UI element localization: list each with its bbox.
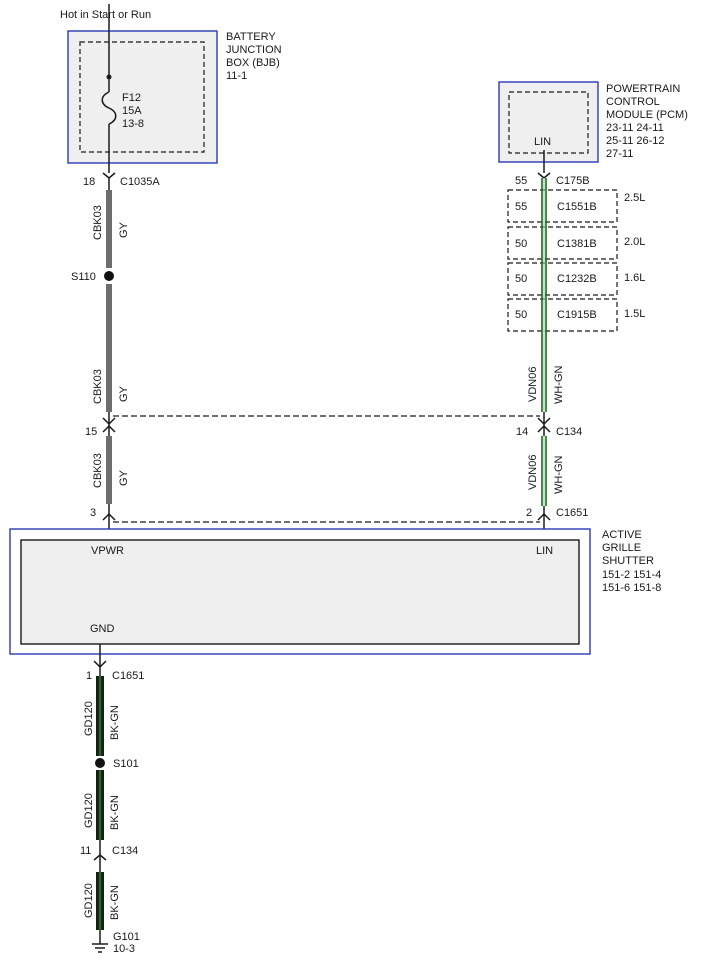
shutter-pin-vpwr: VPWR bbox=[91, 545, 124, 557]
c1651-lin-name: C1651 bbox=[556, 507, 588, 519]
power-note: Hot in Start or Run bbox=[60, 9, 151, 21]
connector-c1035a-icon bbox=[102, 172, 116, 179]
engine-option-pin: 50 bbox=[515, 238, 527, 250]
wire-lin-1-color: WH-GN bbox=[553, 365, 565, 404]
wire-power-1-circuit: CBK03 bbox=[92, 205, 104, 240]
splice-s101-label: S101 bbox=[113, 758, 139, 770]
c175b-pin: 55 bbox=[515, 175, 527, 187]
wire-ground-2-circuit: GD120 bbox=[83, 793, 95, 828]
connector-c1651-vpwr-icon bbox=[102, 512, 116, 521]
splice-s110-icon bbox=[104, 271, 114, 281]
wire-power-2 bbox=[106, 284, 112, 412]
bjb-title-line-1: BATTERY bbox=[226, 31, 276, 43]
engine-option-connector: C1381B bbox=[557, 238, 597, 250]
fuse-icon bbox=[101, 91, 117, 125]
c134-right-name: C134 bbox=[556, 426, 582, 438]
wire-power-3-circuit: CBK03 bbox=[92, 453, 104, 488]
wire-power-1 bbox=[106, 190, 112, 268]
shutter-pin-lin: LIN bbox=[536, 545, 553, 557]
engine-option-engine: 1.5L bbox=[624, 308, 645, 320]
wire-ground-1-color: BK-GN bbox=[109, 705, 121, 740]
c1651-vpwr-pin: 3 bbox=[90, 507, 96, 519]
engine-option-connector: C1551B bbox=[557, 201, 597, 213]
wire-ground-2-color: BK-GN bbox=[109, 795, 121, 830]
ground-id: G101 bbox=[113, 931, 140, 943]
c134-gnd-name: C134 bbox=[112, 845, 138, 857]
wire-power-3 bbox=[106, 436, 112, 504]
shutter-title-line-1: ACTIVE bbox=[602, 529, 642, 541]
wire-ground-3 bbox=[96, 872, 104, 930]
wire-ground-2 bbox=[96, 770, 104, 840]
pcm-title-line-2: CONTROL bbox=[606, 96, 660, 108]
fuse-id: F12 bbox=[122, 92, 141, 104]
bjb-title-line-3: BOX (BJB) bbox=[226, 57, 280, 69]
c1035a-name: C1035A bbox=[120, 176, 160, 188]
wire-power-2-circuit: CBK03 bbox=[92, 369, 104, 404]
splice-s110-label: S110 bbox=[71, 271, 96, 283]
wire-lin-1-circuit: VDN06 bbox=[527, 367, 539, 402]
wire-lin-2-color: WH-GN bbox=[553, 455, 565, 494]
pcm-ref-line-2: 25-11 26-12 bbox=[606, 135, 665, 147]
wire-lin-1 bbox=[541, 178, 547, 412]
battery-junction-box[interactable]: F12 15A 13-8 bbox=[67, 30, 218, 164]
c1651-gnd-name: C1651 bbox=[112, 670, 144, 682]
engine-option-2-5l: 55 C1551B 2.5L bbox=[507, 189, 645, 223]
connector-c1651-gnd-icon bbox=[93, 660, 107, 669]
engine-option-1-5l: 50 C1915B 1.5L bbox=[507, 298, 645, 332]
engine-option-engine: 1.6L bbox=[624, 272, 645, 284]
pcm-pin-label: LIN bbox=[534, 136, 551, 148]
shutter-title-line-2: GRILLE bbox=[602, 542, 641, 554]
splice-s101-icon bbox=[95, 758, 105, 768]
engine-option-pin: 50 bbox=[515, 273, 527, 285]
powertrain-control-module[interactable]: LIN bbox=[498, 81, 599, 163]
shutter-ref-line-2: 151-6 151-8 bbox=[602, 582, 661, 594]
wire-power-1-color: GY bbox=[118, 221, 130, 238]
c1035a-pin: 18 bbox=[83, 176, 95, 188]
shutter-title-line-3: SHUTTER bbox=[602, 555, 654, 567]
engine-option-2-0l: 50 C1381B 2.0L bbox=[507, 226, 645, 260]
shutter-pin-gnd: GND bbox=[90, 623, 115, 635]
connector-c1651-lin-icon bbox=[537, 512, 551, 521]
wire-power-2-color: GY bbox=[118, 385, 130, 402]
engine-option-engine: 2.5L bbox=[624, 192, 645, 204]
engine-option-pin: 50 bbox=[515, 309, 527, 321]
ground-ref: 10-3 bbox=[113, 943, 135, 955]
c175b-name: C175B bbox=[556, 175, 590, 187]
c134-right-pin: 14 bbox=[516, 426, 528, 438]
wire-ground-3-color: BK-GN bbox=[109, 885, 121, 920]
wire-lin-2-circuit: VDN06 bbox=[527, 455, 539, 490]
connector-c175b-icon bbox=[537, 172, 551, 179]
wire-ground-1 bbox=[96, 676, 104, 756]
bjb-ref: 11-1 bbox=[226, 70, 247, 82]
engine-option-connector: C1915B bbox=[557, 309, 597, 321]
c1651-lin-pin: 2 bbox=[526, 507, 532, 519]
c134-left-pin: 15 bbox=[85, 426, 97, 438]
wire-ground-3-circuit: GD120 bbox=[83, 883, 95, 918]
engine-option-1-6l: 50 C1232B 1.6L bbox=[507, 262, 645, 296]
wire-power-3-color: GY bbox=[118, 469, 130, 486]
engine-option-pin: 55 bbox=[515, 201, 527, 213]
active-grille-shutter[interactable]: VPWR LIN GND bbox=[9, 528, 591, 655]
shutter-ref-line-1: 151-2 151-4 bbox=[602, 569, 661, 581]
pcm-ref-line-3: 27-11 bbox=[606, 148, 633, 160]
fuse-ref: 13-8 bbox=[122, 118, 144, 130]
connector-c134-gnd-icon bbox=[93, 854, 107, 861]
pcm-ref-line-1: 23-11 24-11 bbox=[606, 122, 664, 134]
ground-icon bbox=[92, 930, 108, 953]
bjb-title-line-2: JUNCTION bbox=[226, 44, 282, 56]
engine-option-engine: 2.0L bbox=[624, 236, 645, 248]
pcm-title-line-3: MODULE (PCM) bbox=[606, 109, 688, 121]
c134-gnd-pin: 11 bbox=[80, 845, 91, 857]
fuse-rating: 15A bbox=[122, 105, 142, 117]
engine-option-connector: C1232B bbox=[557, 273, 597, 285]
pcm-title-line-1: POWERTRAIN bbox=[606, 83, 680, 95]
wire-lin-2 bbox=[541, 436, 547, 506]
wire-ground-1-circuit: GD120 bbox=[83, 701, 95, 736]
c1651-gnd-pin: 1 bbox=[86, 670, 92, 682]
